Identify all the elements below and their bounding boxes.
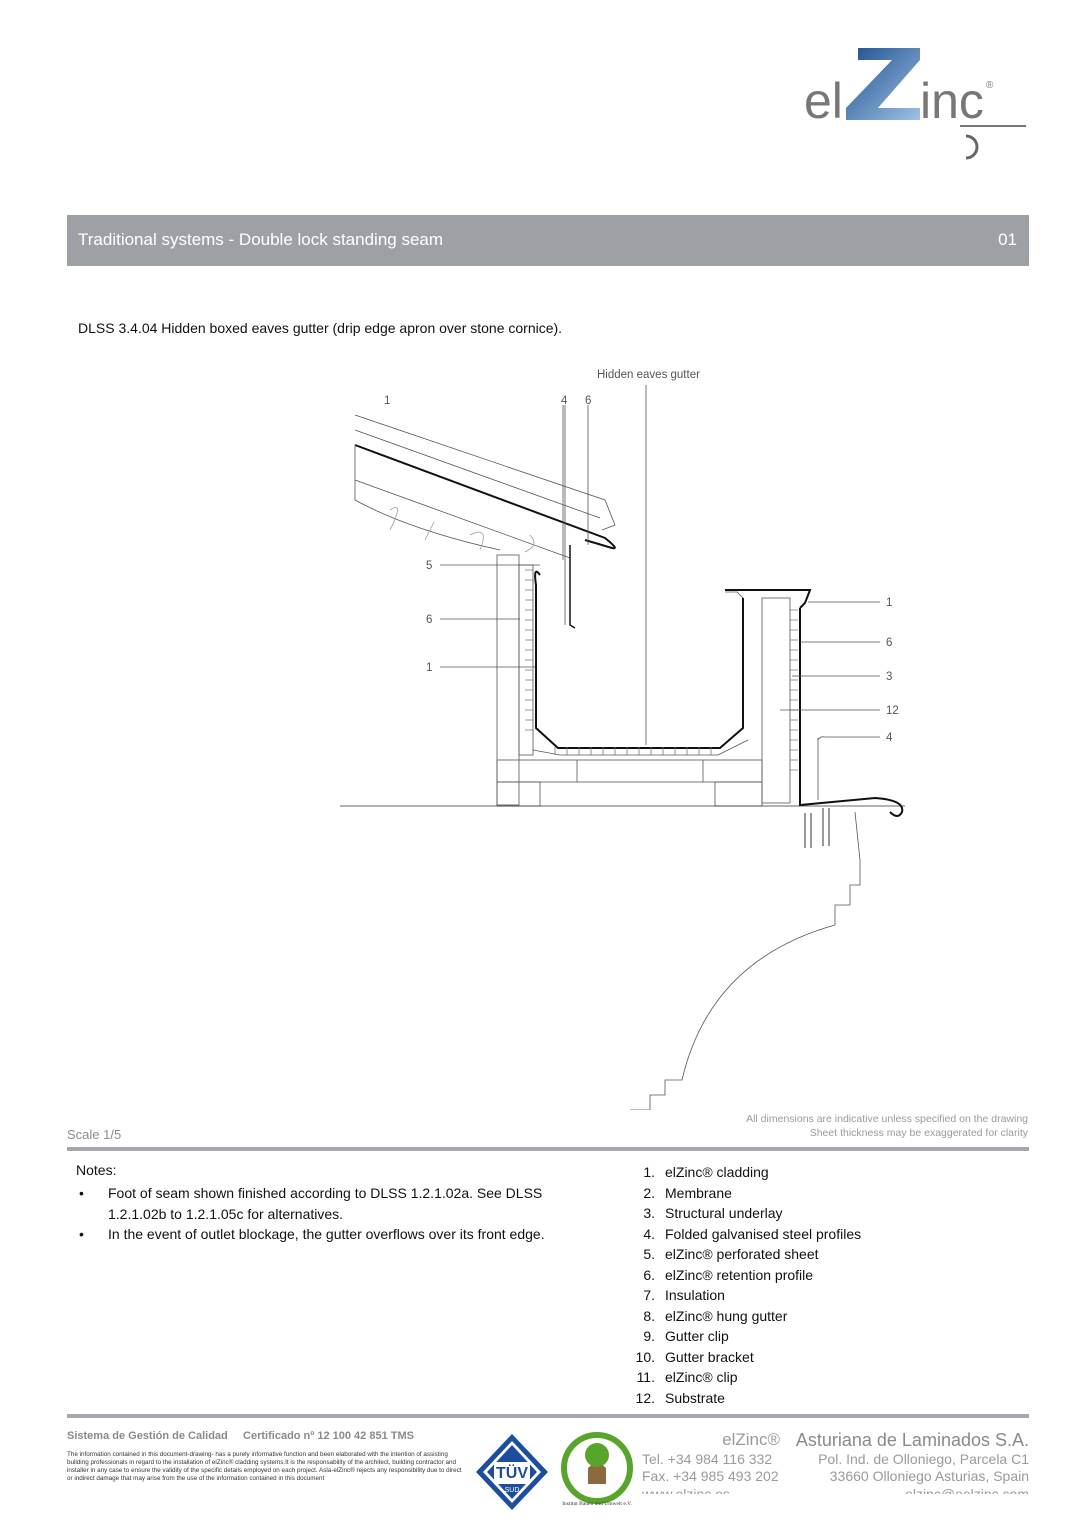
legend-item: 11.elZinc® clip xyxy=(636,1369,738,1385)
label-left-6: 6 xyxy=(426,614,432,626)
label-left-5: 5 xyxy=(426,560,432,572)
legend-item: 3.Structural underlay xyxy=(643,1205,783,1221)
section-title: Traditional systems - Double lock standi… xyxy=(78,230,444,249)
legend-item: 12.Substrate xyxy=(635,1389,725,1406)
legend-item: 6.elZinc® retention profile xyxy=(643,1266,814,1283)
note-item: In the event of outlet blockage, the gut… xyxy=(76,1224,576,1245)
divider-bottom xyxy=(67,1414,1029,1418)
divider-top xyxy=(67,1147,1029,1151)
logo-inc: inc xyxy=(920,73,984,129)
fax: Fax. +34 985 493 202 xyxy=(642,1468,779,1484)
label-top-1: 1 xyxy=(384,395,390,407)
elzinc-logo: el inc ® xyxy=(804,48,1026,160)
notes-list: Foot of seam shown finished according to… xyxy=(76,1183,576,1245)
legend-item: 10.Gutter bracket xyxy=(635,1348,754,1365)
legend-item: 5.elZinc® perforated sheet xyxy=(643,1246,819,1262)
thickness-disclaimer: Sheet thickness may be exaggerated for c… xyxy=(809,1127,1028,1139)
tuv-certification-logo: TÜV SUD xyxy=(476,1434,548,1510)
address-line1: Pol. Ind. de Olloniego, Parcela C1 xyxy=(818,1451,1029,1467)
logo-el: el xyxy=(804,73,843,129)
label-right-3: 3 xyxy=(886,671,892,683)
legend-item: 7.Insulation xyxy=(643,1287,725,1303)
notes-title: Notes: xyxy=(76,1162,117,1178)
logo-reg: ® xyxy=(986,80,994,91)
email-link[interactable]: elzinc@eelzinc.com xyxy=(905,1486,1029,1494)
label-top-4: 4 xyxy=(561,395,568,407)
label-right-4: 4 xyxy=(886,732,893,744)
website-link[interactable]: www.elzinc.es xyxy=(642,1486,730,1494)
svg-text:Institut Bauen und Umwelt e.V.: Institut Bauen und Umwelt e.V. xyxy=(562,1501,632,1507)
logo-z xyxy=(846,48,920,120)
legend-item: 8.elZinc® hung gutter xyxy=(643,1307,788,1324)
svg-text:SUD: SUD xyxy=(505,1487,520,1494)
legend-item: 9.Gutter clip xyxy=(643,1328,729,1344)
technical-drawing: Hidden eaves gutter 1 4 6 5 6 1 1 6 3 12… xyxy=(340,369,905,1110)
brand-name: elZinc® xyxy=(722,1430,780,1449)
page-number: 01 xyxy=(998,230,1017,249)
quality-certificate: Sistema de Gestión de Calidad Certificad… xyxy=(67,1430,414,1442)
section-header-bar: Traditional systems - Double lock standi… xyxy=(67,215,1029,266)
legend-list: 1.elZinc® cladding 2.Membrane 3.Structur… xyxy=(620,1162,1000,1408)
telephone: Tel. +34 984 116 332 xyxy=(642,1451,773,1467)
legal-disclaimer: The information contained in this docume… xyxy=(67,1451,462,1482)
detail-title: DLSS 3.4.04 Hidden boxed eaves gutter (d… xyxy=(78,320,563,336)
dimension-disclaimer: All dimensions are indicative unless spe… xyxy=(746,1113,1028,1125)
scale-label: Scale 1/5 xyxy=(67,1127,122,1142)
note-item: Foot of seam shown finished according to… xyxy=(76,1183,576,1224)
address-line2: 33660 Olloniego Asturias, Spain xyxy=(829,1468,1029,1484)
company-name: Asturiana de Laminados S.A. xyxy=(795,1430,1029,1450)
label-right-1: 1 xyxy=(886,597,892,609)
ibu-environment-logo: Institut Bauen und Umwelt e.V. xyxy=(561,1432,633,1507)
label-right-6: 6 xyxy=(886,637,892,649)
legend-item: 4.Folded galvanised steel profiles xyxy=(643,1225,862,1242)
svg-text:TÜV: TÜV xyxy=(496,1463,528,1482)
label-right-12: 12 xyxy=(886,705,899,717)
label-top-6: 6 xyxy=(585,395,591,407)
legend-item: 2.Membrane xyxy=(643,1184,732,1201)
label-left-1: 1 xyxy=(426,662,432,674)
legend-item: 1.elZinc® cladding xyxy=(643,1164,769,1180)
callout-hidden-eaves-gutter: Hidden eaves gutter xyxy=(597,369,700,381)
